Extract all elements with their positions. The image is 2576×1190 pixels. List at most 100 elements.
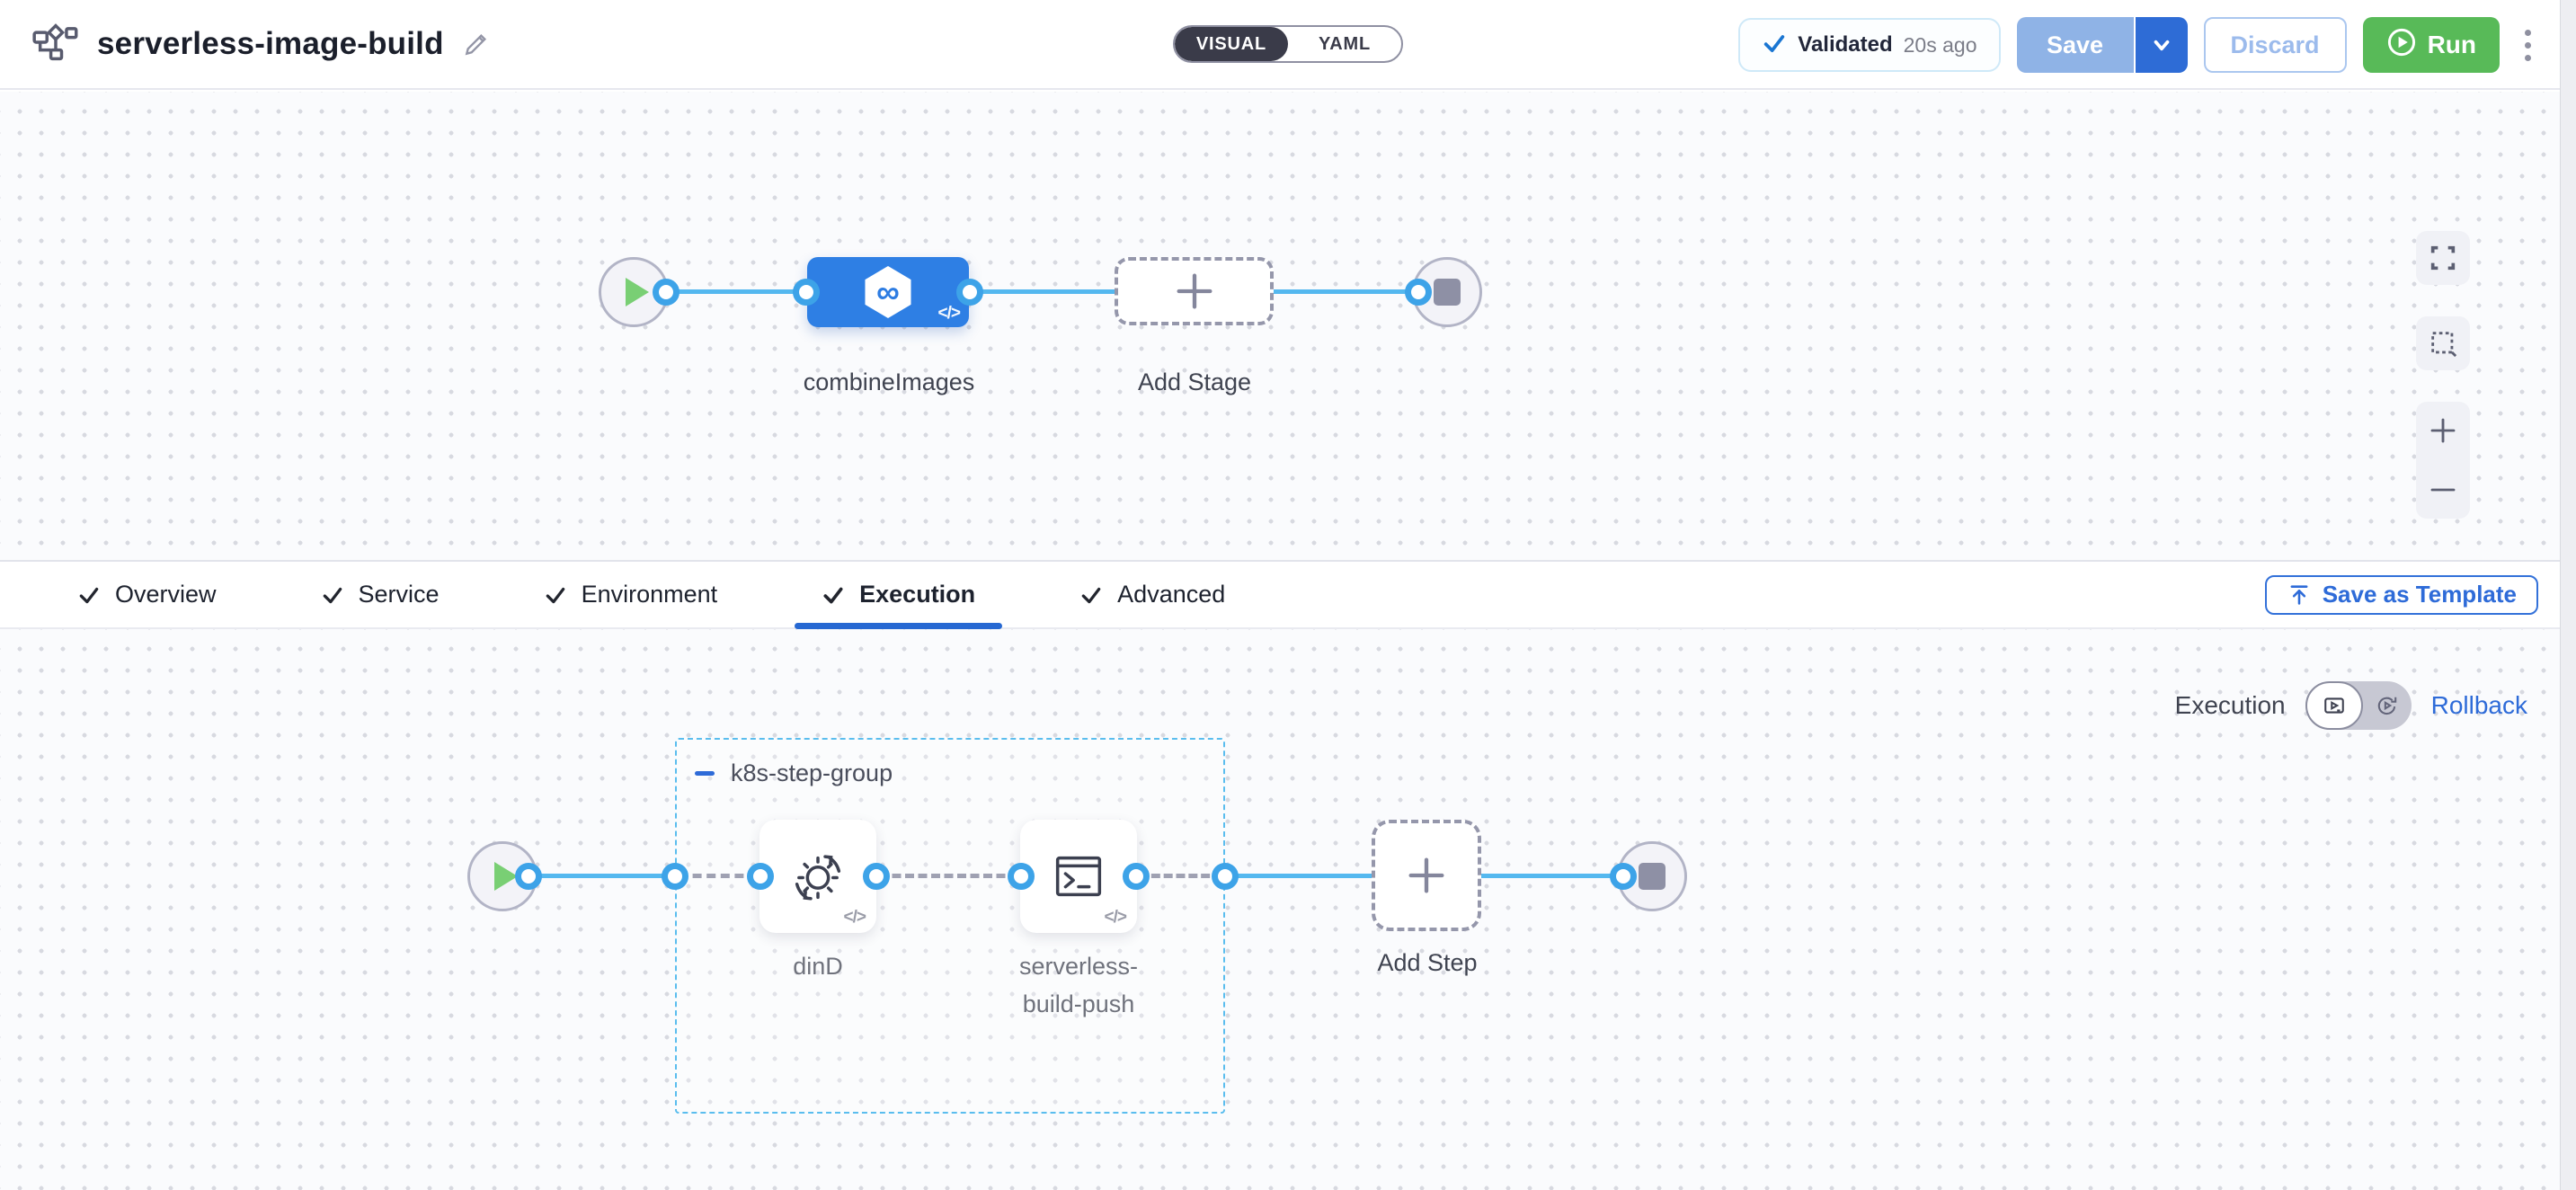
terminal-icon <box>1055 856 1102 897</box>
connector-ring[interactable] <box>1123 863 1150 890</box>
stage-node-combineimages[interactable]: ∞ </> <box>807 257 969 327</box>
add-stage-label: Add Stage <box>1137 369 1252 395</box>
add-step-label: Add Step <box>1377 949 1478 976</box>
run-label: Run <box>2427 31 2476 58</box>
edge-dind-to-serverless <box>879 874 1018 878</box>
tab-label: Environment <box>581 581 718 608</box>
header: serverless-image-build VISUAL YAML Valid… <box>0 0 2576 90</box>
tab-label: Service <box>358 581 440 608</box>
step-label-dind: dinD <box>793 953 843 980</box>
edge-start-to-group <box>534 874 675 878</box>
check-icon <box>546 587 564 603</box>
fullscreen-icon <box>2430 245 2456 271</box>
step-group-k8s[interactable]: k8s-step-group <box>675 738 1225 1114</box>
plus-icon <box>1177 273 1212 309</box>
rollback-link[interactable]: Rollback <box>2430 691 2527 719</box>
execution-rollback-toggle[interactable] <box>2305 681 2412 730</box>
stage-label: combineImages <box>803 369 975 395</box>
execution-toolbar: Execution Rollback <box>2175 681 2527 730</box>
execution-canvas[interactable]: Execution Rollback k8s-step-group <box>0 629 2560 1190</box>
edge-group-to-dind <box>679 874 758 878</box>
add-stage-button[interactable] <box>1115 257 1274 325</box>
plus-icon <box>2430 418 2456 443</box>
code-icon: </> <box>1104 908 1128 927</box>
save-split-button: Save <box>2016 17 2188 73</box>
save-options-caret[interactable] <box>2135 17 2188 73</box>
run-button[interactable]: Run <box>2362 17 2500 73</box>
step-label-serverless-line2: build-push <box>1022 990 1135 1017</box>
connector-ring[interactable] <box>653 279 680 306</box>
code-icon: </> <box>843 908 867 927</box>
check-icon <box>1081 587 1101 603</box>
stop-icon <box>1639 863 1666 890</box>
execution-view-icon <box>2323 697 2344 714</box>
rollback-view-icon <box>2377 697 2396 715</box>
validated-time: 20s ago <box>1903 32 1977 57</box>
connector-ring[interactable] <box>662 863 688 890</box>
step-node-dind[interactable]: </> <box>759 820 876 933</box>
connector-ring[interactable] <box>515 863 542 890</box>
edge-addstage-to-end <box>1274 289 1407 294</box>
connector-ring[interactable] <box>1405 279 1432 306</box>
connector-ring[interactable] <box>1610 863 1637 890</box>
check-icon <box>823 587 843 603</box>
multi-select-button[interactable] <box>2416 316 2470 370</box>
step-group-header[interactable]: k8s-step-group <box>695 759 893 787</box>
connector-ring[interactable] <box>747 863 774 890</box>
add-step-button[interactable] <box>1372 820 1481 931</box>
execution-start-node <box>467 841 537 911</box>
tab-environment[interactable]: Environment <box>513 562 749 627</box>
chevron-down-icon <box>2154 40 2169 51</box>
connector-ring[interactable] <box>1008 863 1035 890</box>
tab-label: Advanced <box>1117 581 1226 608</box>
validated-check-icon <box>1762 31 1787 60</box>
save-button[interactable]: Save <box>2016 17 2136 73</box>
more-options-kebab-icon[interactable] <box>2516 22 2540 68</box>
stop-icon <box>1434 279 1461 306</box>
vertical-scrollbar[interactable] <box>2560 0 2576 1190</box>
tab-advanced[interactable]: Advanced <box>1049 562 1256 627</box>
visual-mode-tab[interactable]: VISUAL <box>1175 27 1288 61</box>
selection-box-icon <box>2431 332 2457 358</box>
stage-config-tabbar: Overview Service Environment Execution A… <box>0 560 2576 629</box>
connector-ring[interactable] <box>793 279 820 306</box>
pipeline-title: serverless-image-build <box>97 26 444 61</box>
step-label-serverless-line1: serverless- <box>1018 953 1139 980</box>
execution-view-segment[interactable] <box>2305 681 2363 730</box>
stage-canvas[interactable]: ∞ </> combineImages Add Stage <box>0 92 2560 560</box>
edit-title-pencil-icon[interactable] <box>462 30 491 58</box>
validated-badge[interactable]: Validated 20s ago <box>1738 18 2001 72</box>
pipeline-flowchart-icon <box>32 22 79 66</box>
zoom-controls <box>2416 402 2470 519</box>
save-as-template-button[interactable]: Save as Template <box>2264 574 2538 615</box>
start-play-icon <box>494 862 518 891</box>
rollback-view-segment[interactable] <box>2363 694 2412 717</box>
check-icon <box>79 587 99 603</box>
tab-label: Overview <box>115 581 217 608</box>
step-node-serverless-build-push[interactable]: </> <box>1020 820 1137 933</box>
step-group-label: k8s-step-group <box>731 759 893 786</box>
edge-addstep-to-end <box>1481 874 1614 878</box>
fit-to-screen-button[interactable] <box>2416 231 2470 285</box>
yaml-mode-tab[interactable]: YAML <box>1318 33 1372 54</box>
connector-ring[interactable] <box>863 863 890 890</box>
collapse-group-icon[interactable] <box>695 771 715 776</box>
tab-overview[interactable]: Overview <box>47 562 247 627</box>
edge-group-to-addstep <box>1225 874 1372 878</box>
zoom-out-button[interactable] <box>2427 474 2459 506</box>
tab-label: Execution <box>859 581 976 608</box>
connector-ring[interactable] <box>956 279 983 306</box>
tab-service[interactable]: Service <box>290 562 470 627</box>
save-as-template-label: Save as Template <box>2322 581 2517 608</box>
code-icon: </> <box>937 304 962 323</box>
minus-icon <box>2430 488 2456 492</box>
check-icon <box>323 587 342 603</box>
validated-status: Validated <box>1798 32 1893 57</box>
edge-serverless-to-groupend <box>1139 874 1222 878</box>
run-play-icon <box>2386 27 2417 64</box>
zoom-in-button[interactable] <box>2427 414 2459 447</box>
connector-ring[interactable] <box>1212 863 1239 890</box>
tab-execution[interactable]: Execution <box>791 562 1006 629</box>
plus-icon <box>1408 857 1444 893</box>
discard-button[interactable]: Discard <box>2203 17 2347 73</box>
